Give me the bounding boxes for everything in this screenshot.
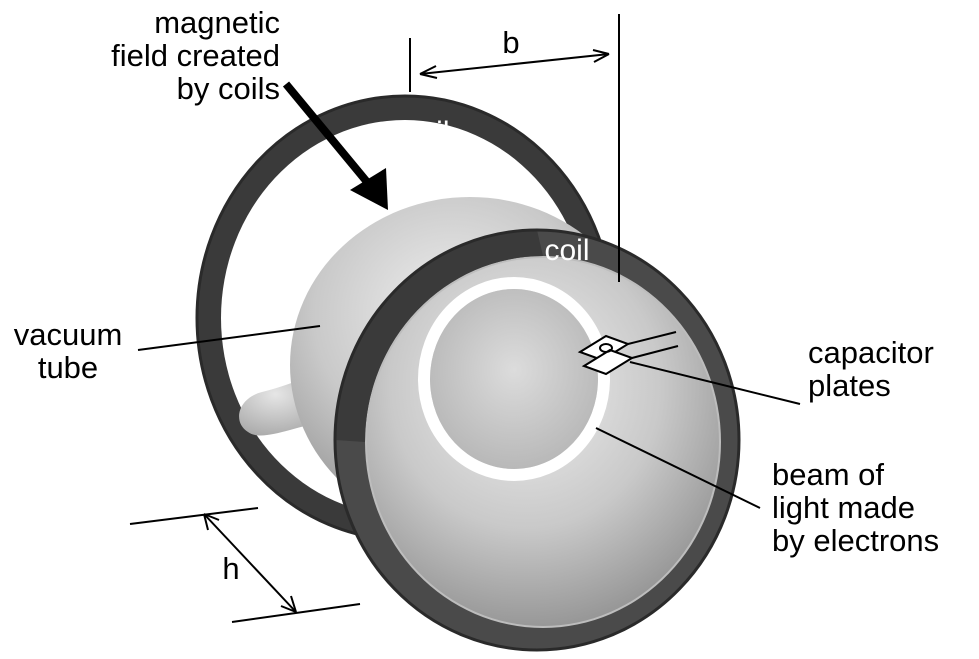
coil-back-label: coil (404, 116, 450, 149)
beam-label: beam of light made by electrons (772, 457, 940, 558)
magnetic-field-arrow (282, 81, 388, 210)
capacitor-plates-shape (577, 331, 679, 376)
beam-interior (430, 289, 598, 469)
dimension-b-label: b (502, 25, 520, 60)
vacuum-tube-leader (137, 325, 321, 351)
vacuum-tube-label: vacuum tube (13, 317, 123, 385)
beam-leader (595, 427, 761, 509)
dimension-b (409, 14, 620, 282)
capacitor-plates-label: capacitor plates (808, 335, 934, 403)
coil-front-label: coil (544, 234, 590, 267)
capacitor-leader (629, 361, 801, 405)
dimension-h (129, 507, 361, 623)
magnetic-field-label: magnetic field created by coils (111, 5, 280, 106)
dimension-h-label: h (222, 551, 240, 586)
electron-beam-ring (418, 277, 610, 481)
